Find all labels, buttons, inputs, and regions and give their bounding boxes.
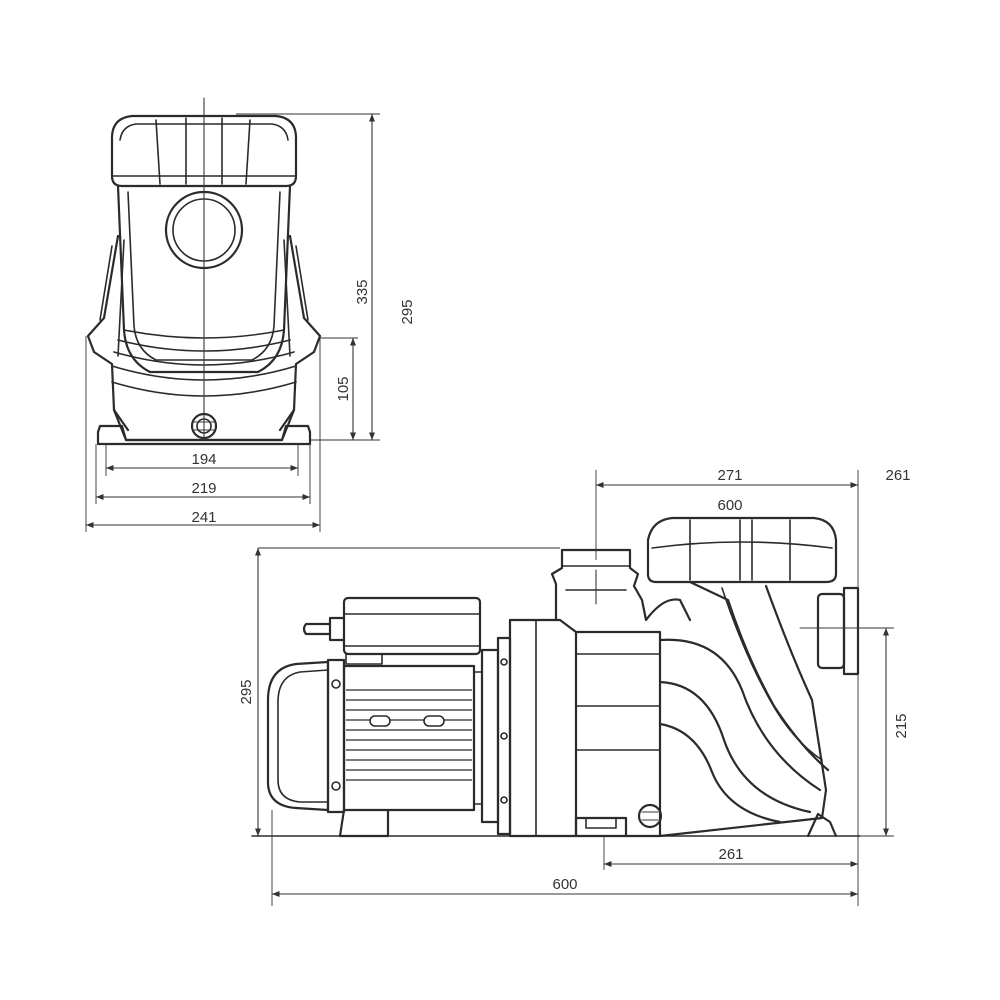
pump-housing: [251, 516, 891, 838]
dim-261-bottom: 261: [718, 846, 743, 863]
front-view: [86, 97, 322, 446]
dim-295-side: 295: [238, 679, 255, 704]
dim-215: 215: [893, 713, 910, 738]
front-base: [96, 424, 312, 446]
dim-194: 194: [191, 451, 216, 468]
side-dimensions: 271 600 261 295 215 261 600: [238, 467, 911, 906]
front-dimensions: 194 219 241 105 335 295: [85, 113, 416, 532]
dim-600-bottom: 600: [552, 876, 577, 893]
dim-295-front: 295: [399, 299, 416, 324]
seal-plate: [480, 636, 512, 836]
dim-241: 241: [191, 509, 216, 526]
motor-body: [326, 658, 483, 838]
side-view: [251, 516, 891, 838]
dim-105: 105: [335, 376, 352, 401]
terminal-box: [302, 596, 482, 665]
dim-219: 219: [191, 480, 216, 497]
motor-end-cap: [266, 660, 330, 812]
dim-335: 335: [354, 279, 371, 304]
dim-600-lid: 600: [717, 497, 742, 514]
dim-271: 271: [717, 467, 742, 484]
dim-261-top: 261: [885, 467, 910, 484]
